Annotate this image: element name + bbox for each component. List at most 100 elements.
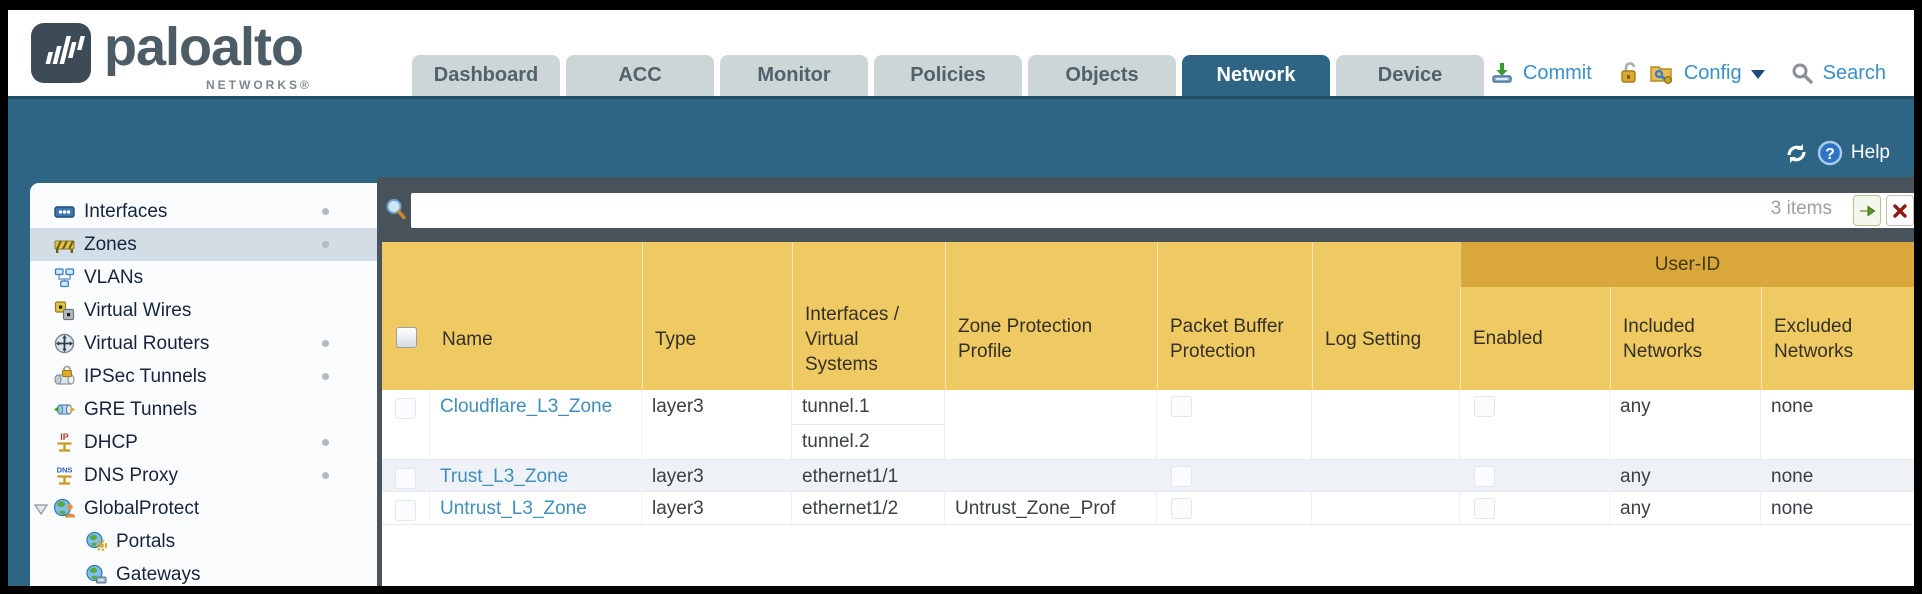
column-header-excluded-networks[interactable]: Excluded Networks [1761, 287, 1914, 390]
zone-name-link[interactable]: Untrust_L3_Zone [440, 498, 587, 519]
refresh-button[interactable] [1784, 141, 1809, 166]
sidebar-item-virtual-routers[interactable]: Virtual Routers [30, 327, 377, 360]
column-header-type[interactable]: Type [642, 242, 792, 390]
svg-text:IP: IP [60, 432, 69, 442]
tab-network[interactable]: Network [1182, 55, 1330, 96]
sidebar-item-ipsec-tunnels[interactable]: IPSec Tunnels [30, 360, 377, 393]
splitter-dot [322, 373, 329, 380]
search-button[interactable]: Search [1822, 61, 1886, 84]
column-header-packet-buffer-protection[interactable]: Packet Buffer Protection [1157, 242, 1312, 390]
tab-monitor[interactable]: Monitor [720, 55, 868, 96]
utility-links: Commit Config [1490, 55, 1886, 91]
sidebar-item-interfaces[interactable]: Interfaces [30, 195, 377, 228]
items-count: 3 items [1770, 198, 1832, 219]
vlans-icon [53, 266, 76, 289]
column-header-included-networks[interactable]: Included Networks [1610, 287, 1761, 390]
top-banner: paloalto NETWORKS® Dashboard ACC Monitor… [8, 10, 1914, 96]
column-header-name[interactable]: Name [442, 328, 493, 350]
select-all-checkbox[interactable] [395, 326, 417, 348]
user-id-enabled-checkbox [1474, 466, 1495, 487]
svg-text:?: ? [1825, 146, 1835, 163]
zone-type-cell: layer3 [642, 460, 792, 492]
zone-interface-cell: ethernet1/2 [792, 492, 945, 525]
app-frame: paloalto NETWORKS® Dashboard ACC Monitor… [8, 10, 1914, 586]
help-icon[interactable]: ? [1817, 140, 1843, 166]
zone-interface-cell: ethernet1/1 [792, 460, 945, 492]
tab-dashboard[interactable]: Dashboard [412, 55, 560, 96]
column-header-zone-protection-profile[interactable]: Zone Protection Profile [945, 242, 1157, 390]
sidebar-item-virtual-wires[interactable]: Virtual Wires [30, 294, 377, 327]
search-icon [1791, 62, 1814, 85]
filter-bar: 3 items [377, 177, 1914, 242]
main-content: 3 items Name Type Interfaces / Virtual S… [377, 177, 1914, 586]
tab-policies[interactable]: Policies [874, 55, 1022, 96]
brand-subtitle: NETWORKS® [206, 78, 312, 92]
sidebar-item-globalprotect[interactable]: GlobalProtect [30, 492, 377, 525]
zones-table-header: Name Type Interfaces / Virtual Systems Z… [382, 242, 1914, 390]
content-header-actions: ? Help [1784, 140, 1890, 166]
zone-name-cell: Untrust_L3_Zone [430, 492, 642, 525]
column-header-log-setting[interactable]: Log Setting [1312, 242, 1460, 390]
apply-filter-button[interactable] [1853, 195, 1881, 226]
sidebar-item-portals[interactable]: Portals [30, 525, 377, 558]
zones-icon [53, 233, 76, 256]
zones-table-body: Cloudflare_L3_Zone layer3 tunnel.1 tunne… [382, 390, 1914, 586]
zone-type-cell: layer3 [642, 492, 792, 525]
paloalto-logo-icon [30, 22, 92, 89]
ipsec-tunnels-icon [53, 365, 76, 388]
row-select-checkbox[interactable] [395, 398, 416, 419]
packet-buffer-protection-cell [1157, 492, 1312, 525]
splitter-dot [322, 241, 329, 248]
packet-buffer-checkbox [1171, 498, 1192, 519]
expander-triangle-icon[interactable] [33, 501, 49, 517]
main-nav-tabs: Dashboard ACC Monitor Policies Objects N… [412, 55, 1484, 96]
filter-search-icon [384, 197, 408, 226]
filter-input[interactable] [411, 193, 1914, 228]
header-checkbox-cell [382, 242, 430, 390]
zone-interface-cell: tunnel.1 [792, 390, 945, 425]
user-id-enabled-cell [1460, 460, 1610, 492]
tab-acc[interactable]: ACC [566, 55, 714, 96]
zone-name-cell: Trust_L3_Zone [430, 460, 642, 492]
user-id-enabled-checkbox [1474, 498, 1495, 519]
clear-filter-button[interactable] [1886, 195, 1914, 226]
zone-name-link[interactable]: Trust_L3_Zone [440, 466, 569, 487]
interfaces-icon [53, 200, 76, 223]
zones-table: Name Type Interfaces / Virtual Systems Z… [377, 242, 1914, 586]
column-header-enabled[interactable]: Enabled [1460, 287, 1610, 390]
included-networks-cell: any [1610, 460, 1761, 492]
zone-name-link[interactable]: Cloudflare_L3_Zone [440, 396, 613, 417]
included-networks-cell: any [1610, 390, 1761, 460]
log-setting-cell [1312, 390, 1460, 460]
chevron-down-icon[interactable] [1750, 70, 1765, 79]
sidebar-item-dhcp[interactable]: IP DHCP [30, 426, 377, 459]
sidebar-item-gateways[interactable]: Gateways [30, 558, 377, 586]
zone-interface-cell: tunnel.2 [792, 425, 945, 460]
config-button[interactable]: Config [1683, 61, 1742, 84]
zone-protection-profile-cell [945, 390, 1157, 460]
sidebar-item-zones[interactable]: Zones [30, 228, 377, 261]
help-button[interactable]: Help [1850, 142, 1890, 163]
included-networks-cell: any [1610, 492, 1761, 525]
row-checkbox-cell [382, 460, 430, 492]
packet-buffer-protection-cell [1157, 390, 1312, 460]
sidebar-item-dns-proxy[interactable]: DNS DNS Proxy [30, 459, 377, 492]
splitter-dot [322, 208, 329, 215]
brand-wordmark: paloalto [104, 17, 304, 77]
excluded-networks-cell: none [1761, 390, 1914, 460]
sidebar-item-vlans[interactable]: VLANs [30, 261, 377, 294]
user-id-enabled-checkbox [1474, 396, 1495, 417]
splitter-dot [322, 472, 329, 479]
config-icon [1649, 61, 1675, 85]
sidebar-item-gre-tunnels[interactable]: GRE Tunnels [30, 393, 377, 426]
packet-buffer-checkbox [1171, 466, 1192, 487]
row-select-checkbox[interactable] [395, 500, 416, 521]
tab-objects[interactable]: Objects [1028, 55, 1176, 96]
tab-device[interactable]: Device [1336, 55, 1484, 96]
commit-icon [1490, 61, 1514, 85]
zone-name-cell: Cloudflare_L3_Zone [430, 390, 642, 460]
lock-icon[interactable] [1618, 61, 1640, 85]
row-select-checkbox[interactable] [395, 468, 416, 489]
column-header-interfaces[interactable]: Interfaces / Virtual Systems [792, 242, 945, 390]
commit-button[interactable]: Commit [1522, 61, 1592, 84]
